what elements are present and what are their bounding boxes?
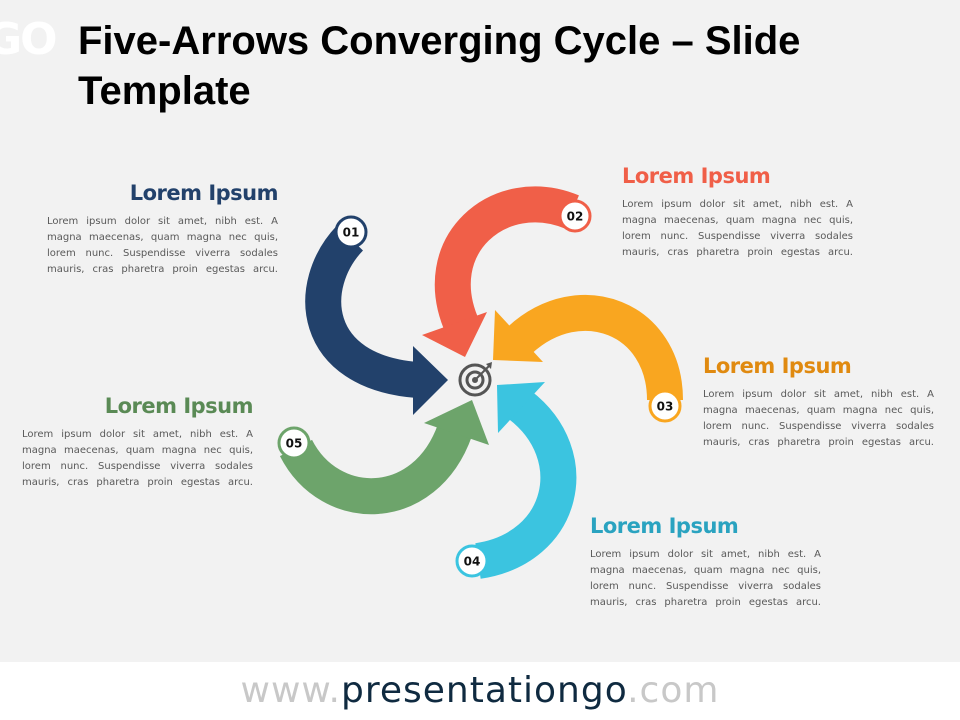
step-text-05: Lorem Ipsum Lorem ipsum dolor sit amet, … — [22, 393, 254, 491]
step-text-01: Lorem Ipsum Lorem ipsum dolor sit amet, … — [47, 180, 279, 278]
step-badge-05: 05 — [277, 426, 311, 460]
step-text-03: Lorem Ipsum Lorem ipsum dolor sit amet, … — [703, 353, 934, 451]
arrow-03 — [493, 295, 683, 401]
step-badge-04: 04 — [455, 544, 489, 578]
step-heading: Lorem Ipsum — [129, 181, 279, 205]
step-body: Lorem ipsum dolor sit amet, nibh est. A … — [703, 389, 934, 448]
step-body: Lorem ipsum dolor sit amet, nibh est. A … — [590, 549, 821, 608]
step-text-02: Lorem Ipsum Lorem ipsum dolor sit amet, … — [622, 163, 853, 261]
svg-text:02: 02 — [567, 210, 584, 224]
step-badge-02: 02 — [558, 199, 592, 233]
svg-text:04: 04 — [464, 555, 481, 569]
step-body: Lorem ipsum dolor sit amet, nibh est. A … — [622, 199, 853, 258]
step-body: Lorem ipsum dolor sit amet, nibh est. A … — [22, 429, 253, 488]
step-heading: Lorem Ipsum — [104, 394, 254, 418]
step-heading: Lorem Ipsum — [622, 164, 771, 188]
footer-domain: presentationgo — [341, 670, 628, 711]
step-heading: Lorem Ipsum — [590, 514, 739, 538]
arrow-05 — [279, 400, 489, 515]
step-badge-03: 03 — [648, 389, 682, 423]
arrow-02 — [422, 186, 579, 357]
footer-website-link[interactable]: www.presentationgo.com — [0, 662, 960, 720]
arrow-01 — [305, 225, 448, 415]
svg-text:05: 05 — [286, 437, 303, 451]
step-body: Lorem ipsum dolor sit amet, nibh est. A … — [47, 216, 278, 275]
arrow-04 — [474, 382, 577, 579]
step-badge-01: 01 — [334, 215, 368, 249]
page-title: Five-Arrows Converging Cycle – Slide Tem… — [78, 19, 801, 113]
step-text-04: Lorem Ipsum Lorem ipsum dolor sit amet, … — [590, 513, 821, 611]
step-heading: Lorem Ipsum — [703, 354, 852, 378]
footer-suffix: .com — [627, 670, 720, 711]
svg-text:03: 03 — [657, 400, 674, 414]
svg-text:01: 01 — [343, 226, 360, 240]
target-icon — [458, 362, 492, 397]
footer-prefix: www. — [240, 670, 341, 711]
logo: GO — [0, 14, 58, 65]
